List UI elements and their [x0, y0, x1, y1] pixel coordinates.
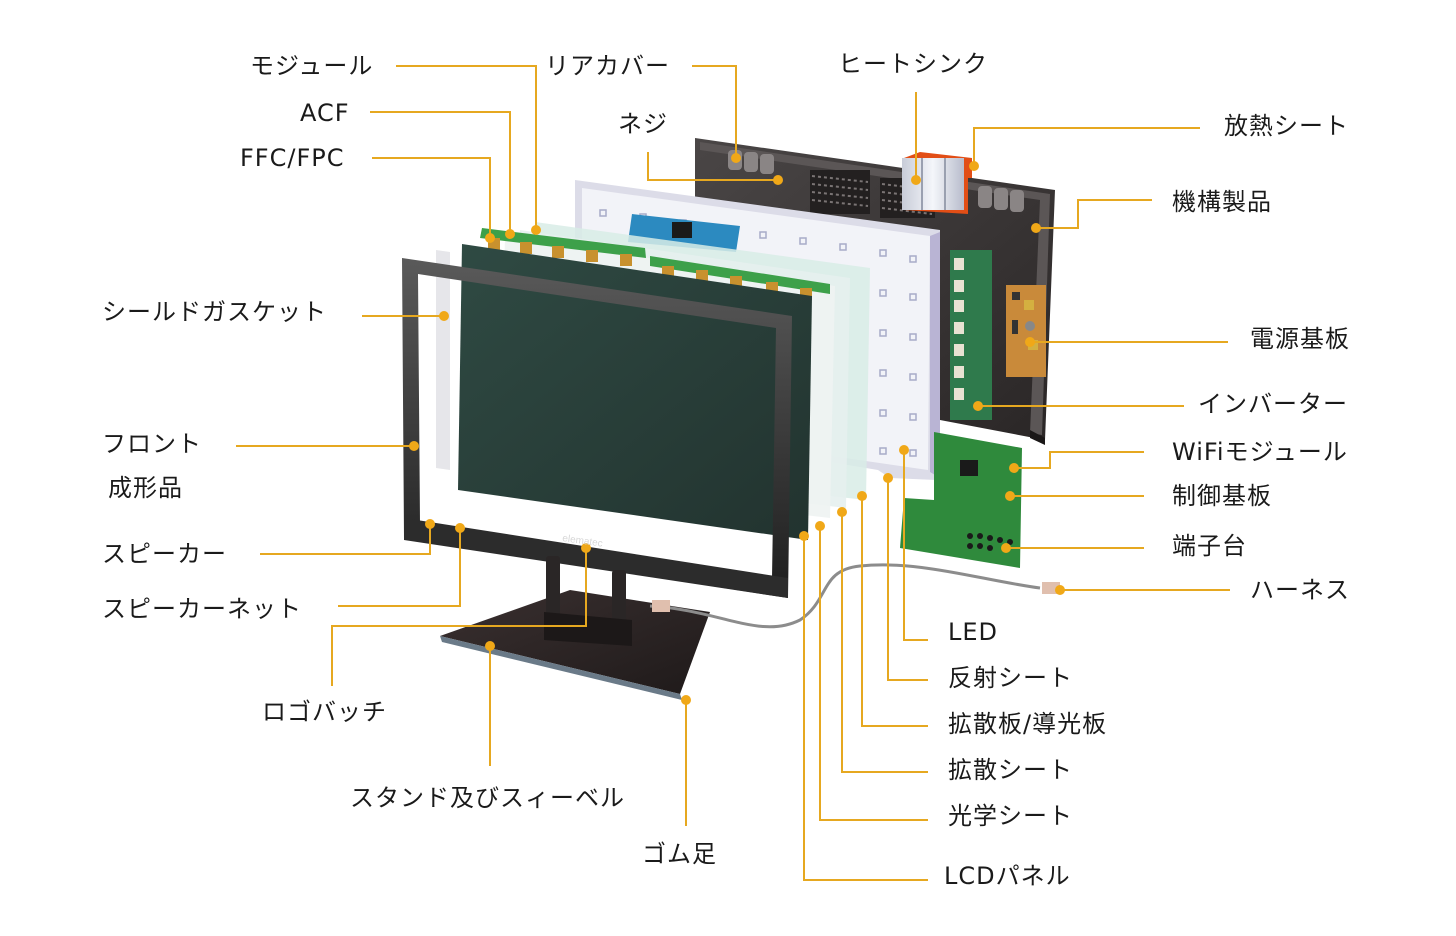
- label-rubber-foot: ゴム足: [642, 840, 717, 868]
- label-reflective-sheet: 反射シート: [948, 664, 1073, 692]
- label-heat-sink: ヒートシンク: [838, 50, 988, 78]
- dot-diffuser: [857, 491, 867, 501]
- dot-front: [409, 441, 419, 451]
- label-module: モジュール: [250, 52, 374, 80]
- label-thermal-sheet: 放熱シート: [1224, 112, 1349, 140]
- label-stand-swivel: スタンド及びスィーベル: [350, 784, 625, 812]
- inverter-board: [950, 250, 992, 420]
- dot-acf: [505, 229, 515, 239]
- dot-rear-cover: [731, 153, 741, 163]
- power-board: [1006, 285, 1046, 377]
- shield-gasket-strip: [436, 250, 450, 470]
- dot-thermal-sheet: [969, 161, 979, 171]
- label-acf: ACF: [300, 99, 350, 127]
- stand: [440, 556, 710, 700]
- label-diffuser-light-guide: 拡散板/導光板: [948, 710, 1108, 738]
- label-shield-gasket: シールドガスケット: [102, 298, 327, 326]
- dot-logo: [581, 543, 591, 553]
- lcd-panel-artwork: [458, 244, 812, 540]
- label-screw: ネジ: [618, 110, 668, 138]
- label-terminal-block: 端子台: [1172, 532, 1247, 560]
- dot-harness: [1055, 585, 1065, 595]
- label-front-molding-1: フロント: [102, 430, 202, 458]
- dot-heat-sink: [911, 175, 921, 185]
- dot-ffc: [485, 233, 495, 243]
- leader-lines: [236, 65, 1230, 881]
- dot-optical: [815, 521, 825, 531]
- front-bezel: [402, 258, 792, 598]
- label-led: LED: [948, 618, 999, 646]
- label-control-board: 制御基板: [1172, 482, 1272, 510]
- label-lcd-panel: LCDパネル: [944, 862, 1071, 890]
- label-diffusion-sheet: 拡散シート: [948, 756, 1073, 784]
- control-board: [900, 432, 1022, 568]
- label-front-molding-2: 成形品: [108, 474, 183, 502]
- dot-led: [899, 445, 909, 455]
- dot-mechanical: [1031, 223, 1041, 233]
- label-inverter: インバーター: [1198, 390, 1348, 418]
- dot-reflective: [883, 473, 893, 483]
- label-ffc-fpc: FFC/FPC: [240, 144, 345, 172]
- dot-stand: [485, 641, 495, 651]
- dot-speaker: [425, 519, 435, 529]
- label-optical-sheet: 光学シート: [948, 802, 1073, 830]
- dot-lcd: [799, 531, 809, 541]
- dot-inverter: [973, 401, 983, 411]
- dot-control: [1005, 491, 1015, 501]
- heat-sink: [902, 152, 972, 214]
- dot-terminal: [1001, 543, 1011, 553]
- dot-wifi: [1009, 463, 1019, 473]
- dot-gasket: [439, 311, 449, 321]
- dot-speaker-net: [455, 523, 465, 533]
- dot-screw: [773, 175, 783, 185]
- label-speaker-net: スピーカーネット: [102, 595, 302, 623]
- anchor-dots: [409, 153, 1065, 705]
- dot-power: [1025, 337, 1035, 347]
- label-wifi-module: WiFiモジュール: [1172, 438, 1348, 466]
- dot-module: [531, 225, 541, 235]
- label-logo-badge: ロゴバッチ: [262, 698, 387, 726]
- label-power-board: 電源基板: [1250, 325, 1350, 353]
- label-rear-cover: リアカバー: [545, 52, 670, 80]
- label-harness: ハーネス: [1250, 576, 1350, 604]
- label-speaker: スピーカー: [102, 540, 227, 568]
- dot-diffusion: [837, 507, 847, 517]
- label-mechanical-parts: 機構製品: [1172, 188, 1272, 216]
- dot-rubber-foot: [681, 695, 691, 705]
